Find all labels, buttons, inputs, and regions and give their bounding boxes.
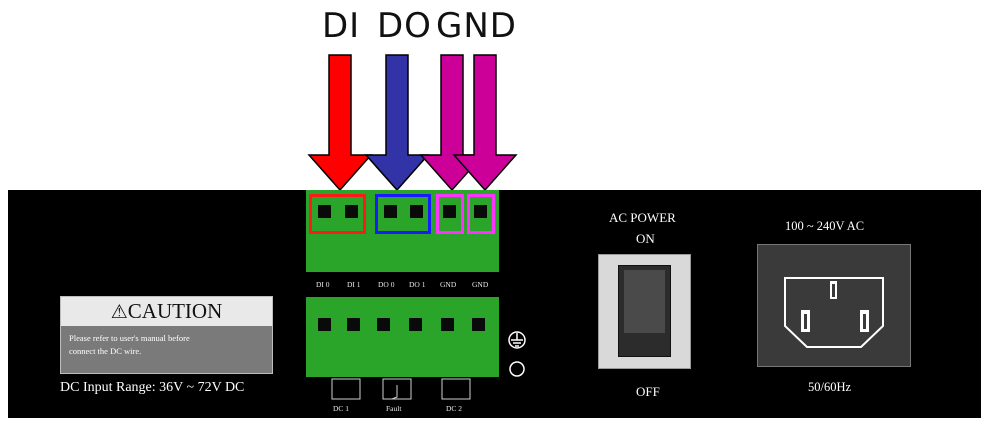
do-arrow	[364, 54, 430, 192]
dc1-label: DC 1	[333, 404, 350, 413]
ac-socket-icon	[784, 277, 884, 348]
gnd-arrow-2	[452, 54, 518, 192]
terminal-pin	[318, 205, 331, 218]
caution-header: ⚠CAUTION	[61, 297, 272, 326]
ac-power-title: AC POWER	[609, 210, 676, 225]
ac-voltage-label: 100 ~ 240V AC	[785, 219, 865, 233]
ac-power-on-label: ON	[636, 231, 655, 246]
caution-label: ⚠CAUTION Please refer to user's manual b…	[60, 296, 273, 374]
caution-title: CAUTION	[127, 299, 223, 323]
dc2-label: DC 2	[446, 404, 463, 413]
di-arrow	[307, 54, 373, 192]
arrows	[307, 54, 518, 192]
terminal-pin	[472, 318, 485, 331]
terminal-label-gnd2: GND	[472, 280, 489, 289]
gnd-highlight-box-1	[436, 194, 464, 234]
terminal-pin	[409, 318, 422, 331]
terminal-pin	[347, 318, 360, 331]
terminal-pin	[318, 318, 331, 331]
fault-label: Fault	[386, 404, 402, 413]
terminal-pin	[441, 318, 454, 331]
terminal-label-di1: DI 1	[347, 280, 361, 289]
terminal-pin	[345, 205, 358, 218]
do-highlight-box	[375, 194, 431, 234]
dc-connector-outlines	[331, 378, 471, 400]
terminal-pin	[384, 205, 397, 218]
dc-input-range: DC Input Range: 36V ~ 72V DC	[60, 380, 245, 395]
caution-line-2: connect the DC wire.	[69, 346, 142, 356]
terminal-pin	[474, 205, 487, 218]
terminal-label-gnd1: GND	[440, 280, 457, 289]
warning-icon: ⚠	[110, 302, 128, 323]
ground-icon	[508, 331, 526, 377]
terminal-pin	[443, 205, 456, 218]
ac-power-off-label: OFF	[636, 384, 660, 399]
di-label: DI	[322, 6, 361, 46]
gnd-label: GND	[436, 6, 517, 46]
terminal-label-di0: DI 0	[316, 280, 330, 289]
terminal-label-do1: DO 1	[409, 280, 426, 289]
power-switch-rocker-face	[624, 270, 665, 333]
terminal-label-do0: DO 0	[378, 280, 395, 289]
do-label: DO	[377, 6, 432, 46]
caution-line-1: Please refer to user's manual before	[69, 333, 190, 343]
caution-text: Please refer to user's manual before con…	[69, 332, 269, 358]
ac-frequency-label: 50/60Hz	[808, 380, 852, 394]
gnd-highlight-box-2	[467, 194, 495, 234]
lower-terminal-block	[306, 297, 499, 377]
terminal-pin	[410, 205, 423, 218]
di-highlight-box	[309, 194, 366, 234]
terminal-pin	[377, 318, 390, 331]
